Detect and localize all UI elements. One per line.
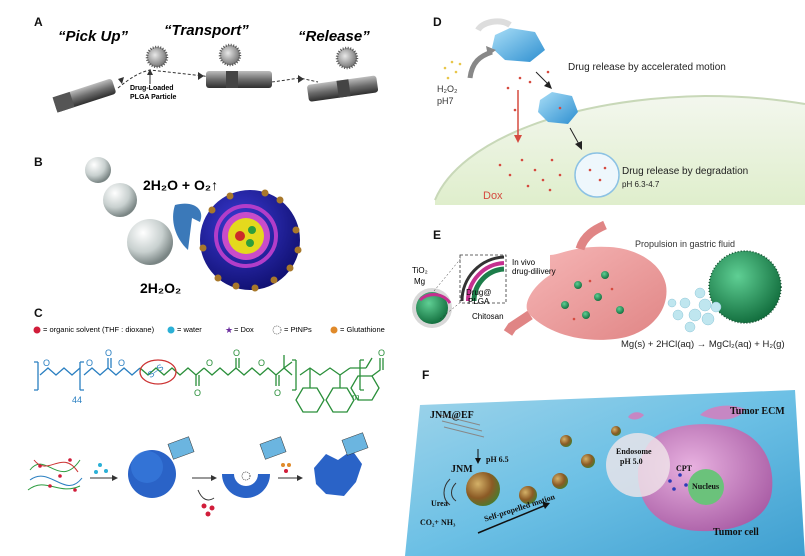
legend-organic-solvent: = organic solvent (THF : dioxane) [43,325,155,334]
svg-text:O: O [43,358,50,368]
svg-text:O: O [274,388,281,398]
subscript-m: m [352,392,360,402]
panel-e: E [400,215,805,365]
panel-a: A “Pick Up” “Transport” “Release” [0,0,400,150]
legend-dox: = Dox [234,325,254,334]
plga-particle [145,45,169,69]
pick-up-title: “Pick Up” [58,28,129,45]
drug-plga-label-2: PLGA [468,297,490,306]
svg-text:O: O [378,348,385,358]
svg-text:O: O [105,348,112,358]
hydrogen-bubbles [667,287,722,333]
propulsion-label: Propulsion in gastric fluid [635,239,736,249]
legend-glutathione: = Glutathione [340,325,385,334]
microrod-2 [206,71,272,88]
co2-nh3-label: CO₂+ NH₃ [420,518,456,527]
svg-text:O: O [206,358,213,368]
tio2-label: TiO₂ [412,266,428,275]
endosome [606,433,670,497]
panel-a-drawing [52,43,379,113]
h2o2-molecules [443,60,462,80]
svg-text:★: ★ [225,325,233,335]
svg-text:O: O [194,388,201,398]
ph-range-label: pH 6.3-4.7 [622,180,660,189]
ph7-label: pH7 [437,96,454,106]
particle-caption-1: Drug-Loaded [130,85,174,92]
jnm-particles [466,426,621,506]
oxygen-bubble-large [127,219,173,265]
particle-caption-2: PLGA Particle [130,94,177,101]
panel-f-label: F [422,368,430,382]
urea-label: Urea [431,499,448,508]
oxygen-bubble-small [85,157,111,183]
microrod-3 [307,75,379,102]
transport-title: “Transport” [164,22,249,39]
degraded-capsule [574,152,620,198]
nucleus [688,469,724,505]
pt-nanoparticles [199,189,302,292]
propelled-motor [708,250,782,324]
reaction-reactant: 2H₂O₂ [140,280,182,296]
panel-e-label: E [433,228,442,242]
released-particle [335,46,359,70]
mg-label: Mg [414,277,426,286]
accelerated-release-label: Drug release by accelerated motion [568,62,726,73]
panel-c: C ★ = organic solvent (THF : dioxane) = … [0,300,400,556]
ph65-label: pH 6.5 [486,455,509,464]
legend-ptnps: = PtNPs [284,325,312,334]
jnm-ef-label: JNM@EF [430,410,474,421]
legend-water: = water [177,325,202,334]
cpt-label: CPT [676,464,692,473]
panel-d: D [400,0,805,215]
endosome-label-1: Endosome [616,447,652,456]
chitosan-label: Chitosan [472,312,504,321]
subscript-44: 44 [72,395,83,405]
self-assembly-scheme [27,432,369,517]
nucleus-label: Nucleus [692,482,720,491]
svg-text:O: O [118,358,125,368]
fiber-sheet [439,414,485,438]
panel-b-drawing [85,157,302,292]
oxygen-bubble-medium [103,183,137,217]
h2o2-label: H₂O₂ [437,84,458,94]
panel-b-label: B [34,155,43,169]
janus-motor [412,288,452,328]
panel-f: F [400,365,805,556]
panel-b: B [0,150,400,300]
reaction-products: 2H₂O + O₂↑ [143,177,219,193]
svg-text:O: O [86,358,93,368]
reaction-arrow [173,203,202,250]
drug-plga-label-1: Drug@ [466,288,492,297]
dox-molecules [498,70,607,192]
motors-in-stomach [561,271,624,319]
micromotor-2 [538,92,578,124]
svg-text:O: O [233,348,240,358]
tumor-ecm-label: Tumor ECM [730,406,785,417]
microrod-1 [52,79,116,113]
catalytic-motor [200,190,300,290]
panel-a-label: A [34,15,43,29]
release-title: “Release” [298,28,370,45]
panel-d-drawing [434,18,805,205]
reaction-equation: Mg(s) + 2HCl(aq) → MgCl₂(aq) + H₂(g) [621,339,785,350]
jnm-label: JNM [451,464,473,475]
dox-label: Dox [483,190,503,202]
panel-d-label: D [433,15,442,29]
degradation-release-label: Drug release by degradation [622,166,749,177]
polymer-structure: O O O O O O O O O O [27,348,385,517]
svg-text:O: O [258,358,265,368]
tumor-cell-label: Tumor cell [713,527,759,538]
in-vivo-label-2: drug-dilivery [512,267,556,276]
micromotor-1 [492,28,545,62]
panel-e-drawing [412,220,782,340]
carried-particle [218,43,242,67]
panel-c-label: C [34,306,43,320]
endosome-label-2: pH 5.0 [620,457,643,466]
panel-f-drawing [405,390,805,556]
motion-path [117,69,319,89]
in-vivo-label-1: In vivo [512,258,536,267]
cell-membrane [435,96,805,205]
